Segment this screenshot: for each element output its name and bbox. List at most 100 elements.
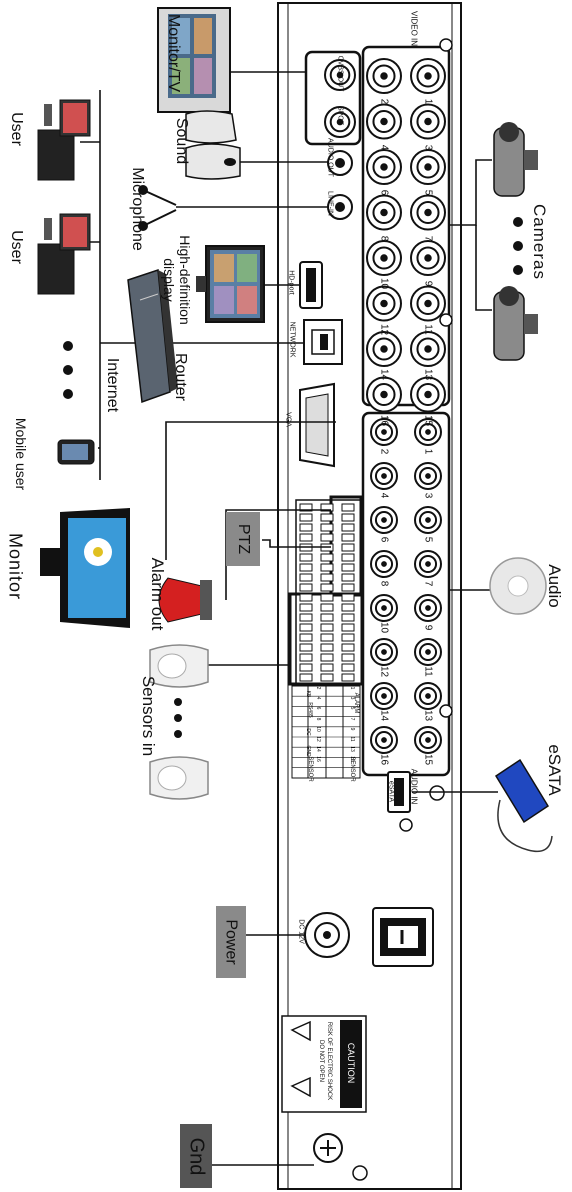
terminal-pin[interactable] (342, 504, 354, 511)
terminal-pin[interactable] (321, 604, 333, 611)
terminal-pin[interactable] (300, 624, 312, 631)
caution-title: CAUTION (346, 1028, 356, 1098)
terminal-pin[interactable] (342, 644, 354, 651)
user-label-1: User (7, 99, 25, 159)
terminal-pin[interactable] (342, 584, 354, 591)
terminal-pin[interactable] (321, 534, 333, 541)
terminal-pin[interactable] (342, 664, 354, 671)
terminal-pin[interactable] (342, 594, 354, 601)
video-in-label: VIDEO IN (410, 0, 419, 59)
terminal-pin[interactable] (300, 664, 312, 671)
cameras-label: Cameras (529, 197, 549, 287)
terminal-pin[interactable] (300, 674, 312, 681)
hd-display-device (196, 246, 264, 322)
terminal-pin[interactable] (321, 654, 333, 661)
terminal-pin[interactable] (321, 644, 333, 651)
video-channel-label: 2 (379, 92, 390, 112)
video-in-bnc-2[interactable] (367, 59, 401, 93)
pir-sensor-device-2 (150, 757, 208, 799)
terminal-pin[interactable] (300, 524, 312, 531)
terminal-pin[interactable] (342, 574, 354, 581)
hd-port-label: HD-port (288, 258, 295, 308)
terminal-pin[interactable] (321, 554, 333, 561)
gnd-label-box: Gnd (180, 1124, 212, 1188)
audio-channel-label: 5 (423, 530, 434, 550)
audio-channel-label: 16 (379, 750, 390, 770)
caution-line2: DO NOT OPEN (318, 1018, 324, 1104)
terminal-blocks[interactable] (290, 497, 362, 684)
terminal-pin[interactable] (321, 614, 333, 621)
terminal-pin[interactable] (342, 654, 354, 661)
more-sensors-dots (174, 698, 182, 738)
speakers-device (186, 111, 240, 179)
terminal-pin[interactable] (321, 634, 333, 641)
dc-label: DC (305, 724, 311, 740)
monitor-tv-label: Monitor/TV (164, 0, 182, 108)
audio-channel-label: 15 (423, 750, 434, 770)
terminal-pin[interactable] (342, 614, 354, 621)
video-channel-label: 3 (423, 137, 434, 157)
terminal-pin[interactable] (321, 514, 333, 521)
terminal-pin[interactable] (300, 554, 312, 561)
audio-channel-label: 1 (423, 442, 434, 462)
terminal-pin[interactable] (300, 604, 312, 611)
terminal-pin[interactable] (300, 534, 312, 541)
audio-pickup-device (490, 558, 546, 614)
line-in-label: LINE-IN (327, 174, 334, 234)
user-pc-device-2 (38, 214, 90, 294)
terminal-pin[interactable] (300, 634, 312, 641)
audio-channel-label: 3 (423, 486, 434, 506)
terminal-pin[interactable] (342, 534, 354, 541)
terminal-pin[interactable] (321, 594, 333, 601)
terminal-pin[interactable] (300, 584, 312, 591)
rs485-label: RS485 (307, 700, 313, 720)
camera-device-1 (494, 122, 538, 196)
monitor-device (40, 508, 130, 628)
terminal-pin[interactable] (342, 524, 354, 531)
terminal-pin[interactable] (321, 664, 333, 671)
terminal-pin[interactable] (300, 614, 312, 621)
video-in-bnc-1[interactable] (411, 59, 445, 93)
terminal-pin[interactable] (300, 514, 312, 521)
video-channel-label: 13 (423, 365, 434, 385)
terminal-pin[interactable] (342, 604, 354, 611)
vga-label: VGA (285, 400, 292, 440)
terminal-pin[interactable] (342, 634, 354, 641)
microphone-label: Microphone (128, 154, 146, 264)
video-channel-label: 10 (379, 274, 390, 294)
terminal-pin[interactable] (342, 514, 354, 521)
audio-channel-label: 6 (379, 530, 390, 550)
terminal-pin[interactable] (342, 624, 354, 631)
terminal-pin[interactable] (321, 674, 333, 681)
sensors-in-label: Sensors in (138, 668, 158, 764)
terminal-pin[interactable] (342, 554, 354, 561)
terminal-pin[interactable] (321, 574, 333, 581)
terminal-pin[interactable] (321, 564, 333, 571)
video-channel-label: 7 (423, 228, 434, 248)
terminal-pin[interactable] (300, 594, 312, 601)
terminal-pin[interactable] (321, 584, 333, 591)
terminal-pin[interactable] (321, 524, 333, 531)
terminal-pin[interactable] (321, 624, 333, 631)
terminal-pin[interactable] (300, 644, 312, 651)
terminal-pin[interactable] (342, 564, 354, 571)
hd-display-label-line2: display (161, 225, 177, 335)
caution-line1: RISK OF ELECTRIC SHOCK (326, 1018, 332, 1104)
user-label-2: User (7, 217, 25, 277)
audio-channel-label: 7 (423, 574, 434, 594)
audio-in-label: AUDIO IN (410, 759, 419, 815)
internet-label: Internet (103, 345, 121, 425)
dc12v-label: DC 12V (298, 907, 305, 957)
terminal-pin[interactable] (300, 654, 312, 661)
audio-label: Audio (544, 556, 564, 616)
terminal-pin[interactable] (300, 564, 312, 571)
power-label-box: Power (216, 906, 246, 978)
terminal-pin[interactable] (342, 544, 354, 551)
video-channel-label: 1 (423, 92, 434, 112)
terminal-pin[interactable] (300, 574, 312, 581)
video-channel-label: 6 (379, 183, 390, 203)
video-channel-label: 5 (423, 183, 434, 203)
spot-label: SPOT (337, 96, 344, 136)
sound-label: Sound (172, 106, 190, 176)
